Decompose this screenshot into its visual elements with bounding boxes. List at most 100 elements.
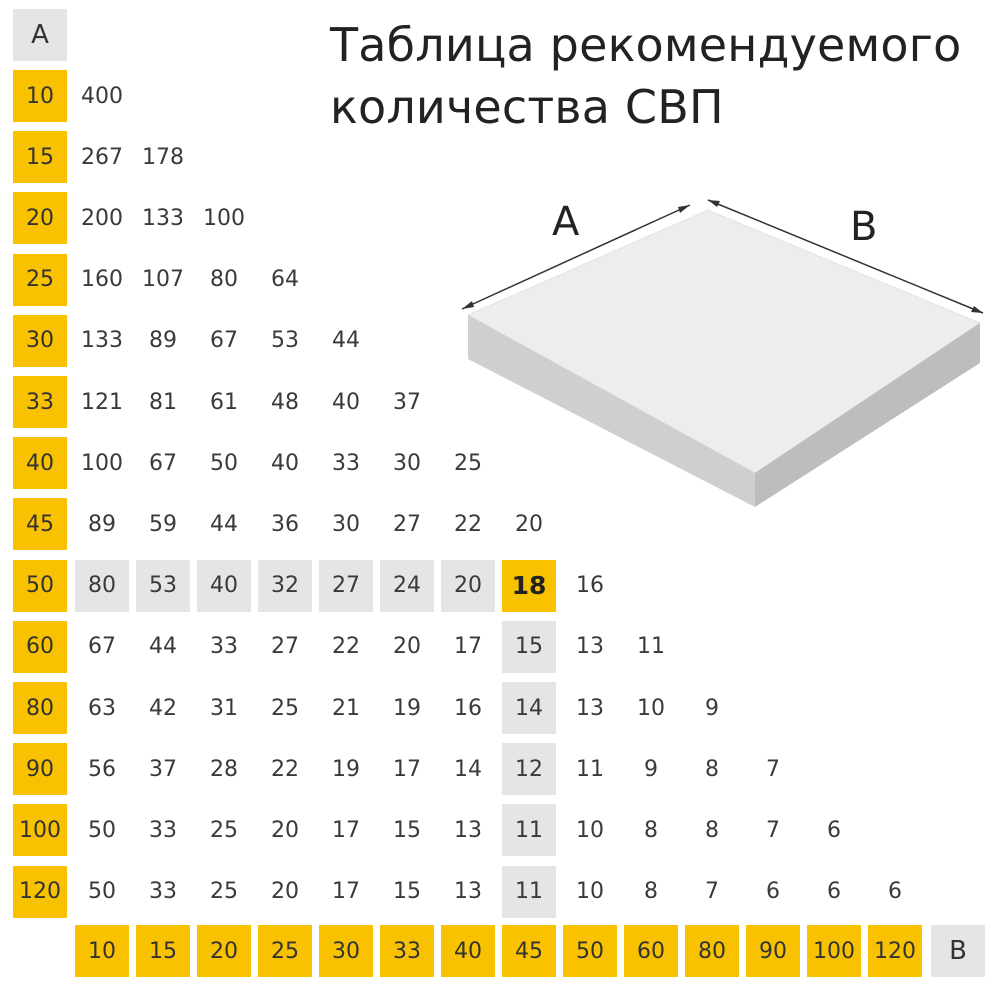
row-header-a: 10	[13, 70, 67, 122]
table-cell: 17	[332, 817, 360, 843]
table-cell: 13	[576, 695, 604, 721]
table-cell: 20	[271, 817, 299, 843]
page-title: Таблица рекомендуемого количества СВП	[330, 14, 990, 138]
table-cell: 30	[332, 511, 360, 537]
highlight-row-cell: 24	[380, 559, 434, 612]
table-cell: 133	[81, 328, 123, 354]
row-header-a: 50	[13, 559, 67, 612]
table-cell: 89	[88, 511, 116, 537]
highlight-col-cell: 11	[502, 865, 556, 918]
col-header-b: 20	[197, 925, 251, 977]
dimension-arrow-b-start	[708, 200, 720, 207]
dimension-line-a	[461, 204, 691, 310]
table-cell: 33	[149, 879, 177, 905]
table-cell: 27	[271, 634, 299, 660]
table-cell: 133	[142, 205, 184, 231]
dimension-arrow-b-end	[971, 306, 983, 313]
table-cell: 22	[332, 634, 360, 660]
table-cell: 11	[637, 634, 665, 660]
table-cell: 17	[332, 879, 360, 905]
slab-diagram: A B	[461, 199, 984, 507]
table-cell: 89	[149, 328, 177, 354]
col-header-b: 80	[685, 925, 739, 977]
col-header-b: 40	[441, 925, 495, 977]
col-header-b: 25	[258, 925, 312, 977]
table-cell: 44	[149, 634, 177, 660]
table-cell: 27	[393, 511, 421, 537]
table-cell: 20	[271, 879, 299, 905]
table-cell: 15	[393, 817, 421, 843]
row-header-a: 25	[13, 253, 67, 306]
table-cell: 8	[705, 756, 719, 782]
col-header-b: 33	[380, 925, 434, 977]
slab-top-face	[466, 209, 982, 474]
table-cell: 21	[332, 695, 360, 721]
table-cell: 178	[142, 144, 184, 170]
title-line-1: Таблица рекомендуемого	[330, 18, 962, 72]
table-cell: 36	[271, 511, 299, 537]
table-cell: 28	[210, 756, 238, 782]
table-cell: 19	[393, 695, 421, 721]
table-cell: 15	[393, 879, 421, 905]
col-header-b: 30	[319, 925, 373, 977]
col-header-b: 50	[563, 925, 617, 977]
row-header-a: 80	[13, 682, 67, 734]
col-header-b: 60	[624, 925, 678, 977]
dimension-arrow-a-end	[678, 205, 690, 213]
table-cell: 25	[210, 817, 238, 843]
table-cell: 200	[81, 205, 123, 231]
diagram-label-b: B	[850, 204, 877, 250]
table-cell: 81	[149, 389, 177, 415]
highlighted-cell: 18	[502, 559, 556, 612]
table-cell: 6	[888, 879, 902, 905]
slab-right-face	[755, 323, 980, 507]
table-cell: 20	[515, 511, 543, 537]
table-cell: 25	[210, 879, 238, 905]
table-cell: 33	[149, 817, 177, 843]
table-cell: 10	[637, 695, 665, 721]
highlight-row-cell: 80	[75, 559, 129, 612]
table-cell: 9	[644, 756, 658, 782]
table-cell: 50	[88, 879, 116, 905]
table-cell: 16	[576, 573, 604, 599]
row-header-a: 33	[13, 376, 67, 428]
table-cell: 17	[393, 756, 421, 782]
row-header-a: 20	[13, 192, 67, 245]
table-cell: 80	[210, 267, 238, 293]
col-header-b: 120	[868, 925, 922, 977]
table-cell: 22	[454, 511, 482, 537]
table-cell: 61	[210, 389, 238, 415]
dimension-arrow-a-start	[462, 301, 474, 309]
row-header-a: 15	[13, 131, 67, 184]
row-header-a: 30	[13, 314, 67, 367]
table-cell: 17	[454, 634, 482, 660]
table-cell: 400	[81, 83, 123, 109]
slab-left-face	[468, 315, 755, 507]
row-header-a: 100	[13, 804, 67, 857]
table-cell: 20	[393, 634, 421, 660]
col-header-b: 90	[746, 925, 800, 977]
table-cell: 9	[705, 695, 719, 721]
table-cell: 10	[576, 879, 604, 905]
table-cell: 6	[827, 879, 841, 905]
title-line-2: количества СВП	[330, 80, 724, 134]
row-header-a: 90	[13, 743, 67, 796]
table-cell: 8	[644, 879, 658, 905]
table-cell: 50	[88, 817, 116, 843]
table-cell: 31	[210, 695, 238, 721]
highlight-col-cell: 12	[502, 743, 556, 796]
table-cell: 50	[210, 450, 238, 476]
table-cell: 33	[332, 450, 360, 476]
table-cell: 42	[149, 695, 177, 721]
table-cell: 8	[644, 817, 658, 843]
table-cell: 6	[766, 879, 780, 905]
table-cell: 8	[705, 817, 719, 843]
table-cell: 30	[393, 450, 421, 476]
table-cell: 25	[271, 695, 299, 721]
axis-a-label: A	[13, 9, 67, 61]
table-cell: 48	[271, 389, 299, 415]
table-cell: 13	[454, 817, 482, 843]
row-header-a: 40	[13, 437, 67, 490]
table-cell: 40	[271, 450, 299, 476]
col-header-b: 10	[75, 925, 129, 977]
